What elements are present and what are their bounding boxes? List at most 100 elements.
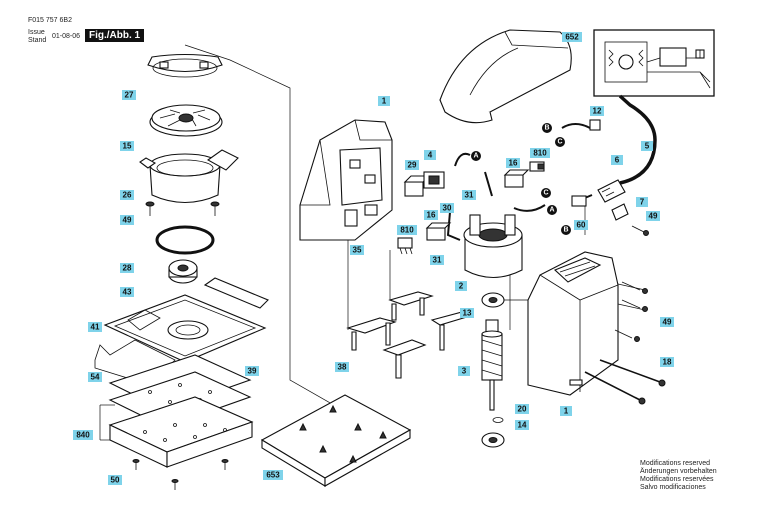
svg-text:840: 840 — [76, 431, 90, 440]
svg-text:60: 60 — [577, 221, 586, 230]
label-652: 652 — [562, 32, 582, 42]
svg-text:7: 7 — [640, 198, 645, 207]
label-15: 15 — [120, 141, 134, 151]
svg-text:3: 3 — [462, 367, 467, 376]
svg-text:C: C — [557, 139, 562, 146]
label-18: 18 — [660, 357, 674, 367]
label-810-top: 810 — [530, 148, 550, 158]
label-49-right: 49 — [660, 317, 674, 327]
part-6-strain-relief — [597, 179, 626, 203]
svg-text:29: 29 — [408, 161, 417, 170]
svg-text:30: 30 — [443, 204, 452, 213]
part-3-armature — [481, 319, 503, 411]
label-7: 7 — [636, 197, 648, 207]
label-16-left: 16 — [424, 210, 438, 220]
svg-text:2: 2 — [459, 282, 464, 291]
label-26: 26 — [120, 190, 134, 200]
label-50: 50 — [108, 475, 122, 485]
svg-text:43: 43 — [123, 288, 132, 297]
svg-text:49: 49 — [663, 318, 672, 327]
label-13: 13 — [460, 308, 474, 318]
part-27-cap — [147, 53, 223, 78]
svg-text:1: 1 — [564, 407, 569, 416]
label-3: 3 — [458, 366, 470, 376]
part-4-switch — [423, 171, 445, 189]
label-60: 60 — [574, 220, 588, 230]
part-652-cover — [439, 29, 572, 124]
svg-text:27: 27 — [125, 91, 134, 100]
connector-b-2: B — [561, 225, 571, 235]
part-29-switch — [403, 175, 431, 197]
label-12: 12 — [590, 106, 604, 116]
part-5-cable — [618, 94, 657, 185]
doc-number: F015 757 6B2 — [28, 17, 72, 24]
part-13-bearing — [481, 292, 505, 308]
part-1-housing-left — [299, 119, 393, 241]
svg-text:50: 50 — [111, 476, 120, 485]
svg-text:14: 14 — [518, 421, 527, 430]
part-16-brush-holder-top — [503, 169, 530, 188]
part-810-brush-left — [397, 237, 413, 255]
svg-text:39: 39 — [248, 367, 257, 376]
stand-label: Stand — [28, 37, 47, 44]
svg-text:35: 35 — [353, 246, 362, 255]
label-29: 29 — [405, 160, 419, 170]
svg-text:652: 652 — [565, 33, 579, 42]
label-49-left: 49 — [120, 215, 134, 225]
svg-text:18: 18 — [663, 358, 672, 367]
label-31-top: 31 — [462, 190, 476, 200]
svg-text:B: B — [544, 125, 549, 132]
label-41: 41 — [88, 322, 102, 332]
svg-text:4: 4 — [428, 151, 433, 160]
label-2: 2 — [455, 281, 467, 291]
svg-text:54: 54 — [91, 373, 100, 382]
part-18-long-screws — [584, 359, 666, 405]
label-810-left: 810 — [397, 225, 417, 235]
mod-line-fr: Modifications reservées — [640, 476, 714, 483]
label-30: 30 — [440, 203, 454, 213]
label-20: 20 — [515, 404, 529, 414]
label-38: 38 — [335, 362, 349, 372]
svg-text:A: A — [473, 153, 478, 160]
connector-b-1: B — [542, 123, 552, 133]
part-26-housing — [139, 149, 239, 203]
label-49-clamp: 49 — [646, 211, 660, 221]
svg-text:6: 6 — [615, 156, 620, 165]
label-28: 28 — [120, 263, 134, 273]
connector-a-2: A — [547, 205, 557, 215]
part-43-bearing — [168, 259, 198, 284]
part-49-screw-left — [145, 201, 220, 216]
svg-text:49: 49 — [649, 212, 658, 221]
wiring-schematic — [593, 29, 715, 97]
part-14-bearing — [481, 432, 505, 448]
svg-text:16: 16 — [427, 211, 436, 220]
svg-text:810: 810 — [400, 226, 414, 235]
svg-text:810: 810 — [533, 149, 547, 158]
label-27: 27 — [122, 90, 136, 100]
svg-text:49: 49 — [123, 216, 132, 225]
label-1-top: 1 — [378, 96, 390, 106]
label-1-bottom: 1 — [560, 406, 572, 416]
svg-text:B: B — [563, 227, 568, 234]
issue-date: 01-08-06 — [52, 33, 81, 40]
part-7-clamp — [611, 203, 629, 221]
label-35: 35 — [350, 245, 364, 255]
svg-text:31: 31 — [465, 191, 474, 200]
issue-label: Issue — [28, 29, 45, 36]
connector-c-1: C — [555, 137, 565, 147]
label-14: 14 — [515, 420, 529, 430]
mod-line-es: Salvo modificaciones — [640, 484, 706, 491]
svg-text:13: 13 — [463, 309, 472, 318]
part-38-brackets — [346, 291, 472, 379]
svg-text:31: 31 — [433, 256, 442, 265]
svg-text:1: 1 — [382, 97, 387, 106]
part-pad — [108, 396, 254, 468]
part-12-connector — [589, 119, 601, 131]
label-5: 5 — [641, 141, 653, 151]
connector-c-2: C — [541, 188, 551, 198]
label-31-left: 31 — [430, 255, 444, 265]
label-6: 6 — [611, 155, 623, 165]
svg-text:5: 5 — [645, 142, 650, 151]
svg-text:16: 16 — [509, 159, 518, 168]
part-2-stator — [463, 214, 523, 279]
